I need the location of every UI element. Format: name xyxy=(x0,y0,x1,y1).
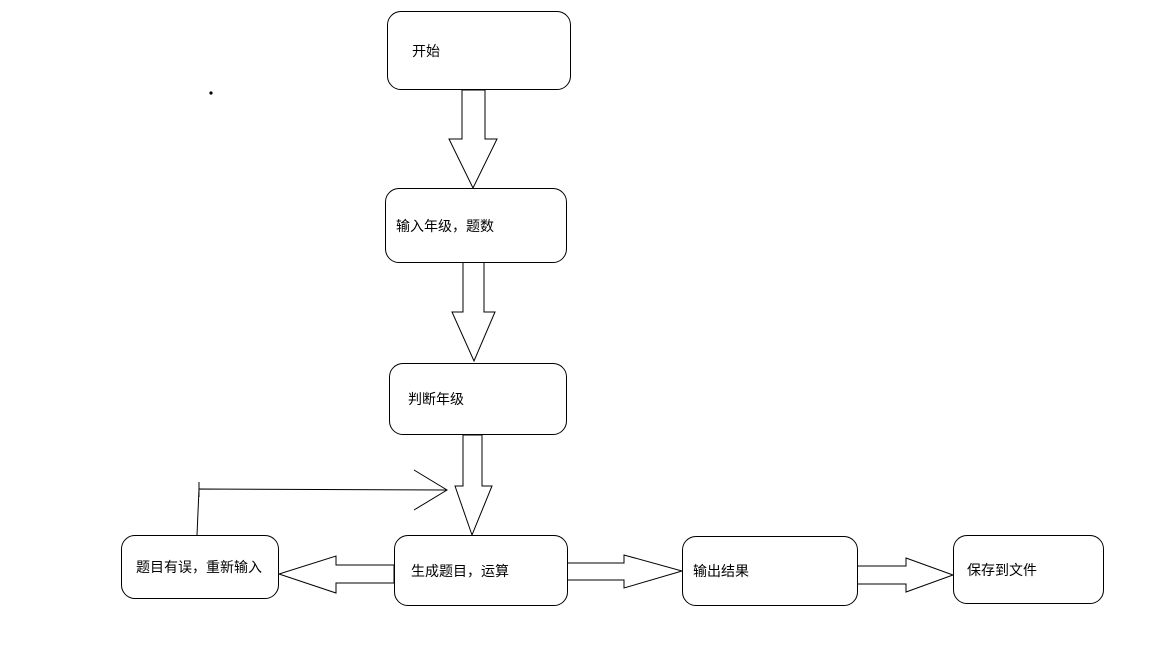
feedback-line-error-to-generate xyxy=(196,488,448,536)
arrow-output-to-save xyxy=(856,557,955,593)
node-save-file-label: 保存到文件 xyxy=(967,562,1037,579)
arrow-input-to-judge xyxy=(451,260,496,363)
node-output-result-label: 输出结果 xyxy=(693,564,749,580)
feedback-arrowhead xyxy=(413,469,448,511)
arrow-start-to-input xyxy=(448,89,498,190)
node-input-grade: 输入年级，题数 xyxy=(385,188,567,263)
node-output-result: 输出结果 xyxy=(682,536,858,606)
arrow-generate-to-output xyxy=(566,554,684,589)
node-judge-grade: 判断年级 xyxy=(389,363,567,435)
arrow-generate-to-error xyxy=(277,555,395,594)
node-judge-grade-label: 判断年级 xyxy=(408,392,464,408)
arrow-judge-to-generate xyxy=(454,434,493,537)
node-input-grade-label: 输入年级，题数 xyxy=(396,218,494,235)
node-generate-label: 生成题目，运算 xyxy=(411,563,509,580)
stray-dot xyxy=(209,91,213,95)
node-error-reinput: 题目有误，重新输入 xyxy=(121,535,279,599)
node-start-label: 开始 xyxy=(412,43,440,60)
node-generate: 生成题目，运算 xyxy=(394,535,568,606)
node-save-file: 保存到文件 xyxy=(953,535,1104,604)
node-error-reinput-label: 题目有误，重新输入 xyxy=(136,560,262,576)
node-start: 开始 xyxy=(387,11,571,90)
